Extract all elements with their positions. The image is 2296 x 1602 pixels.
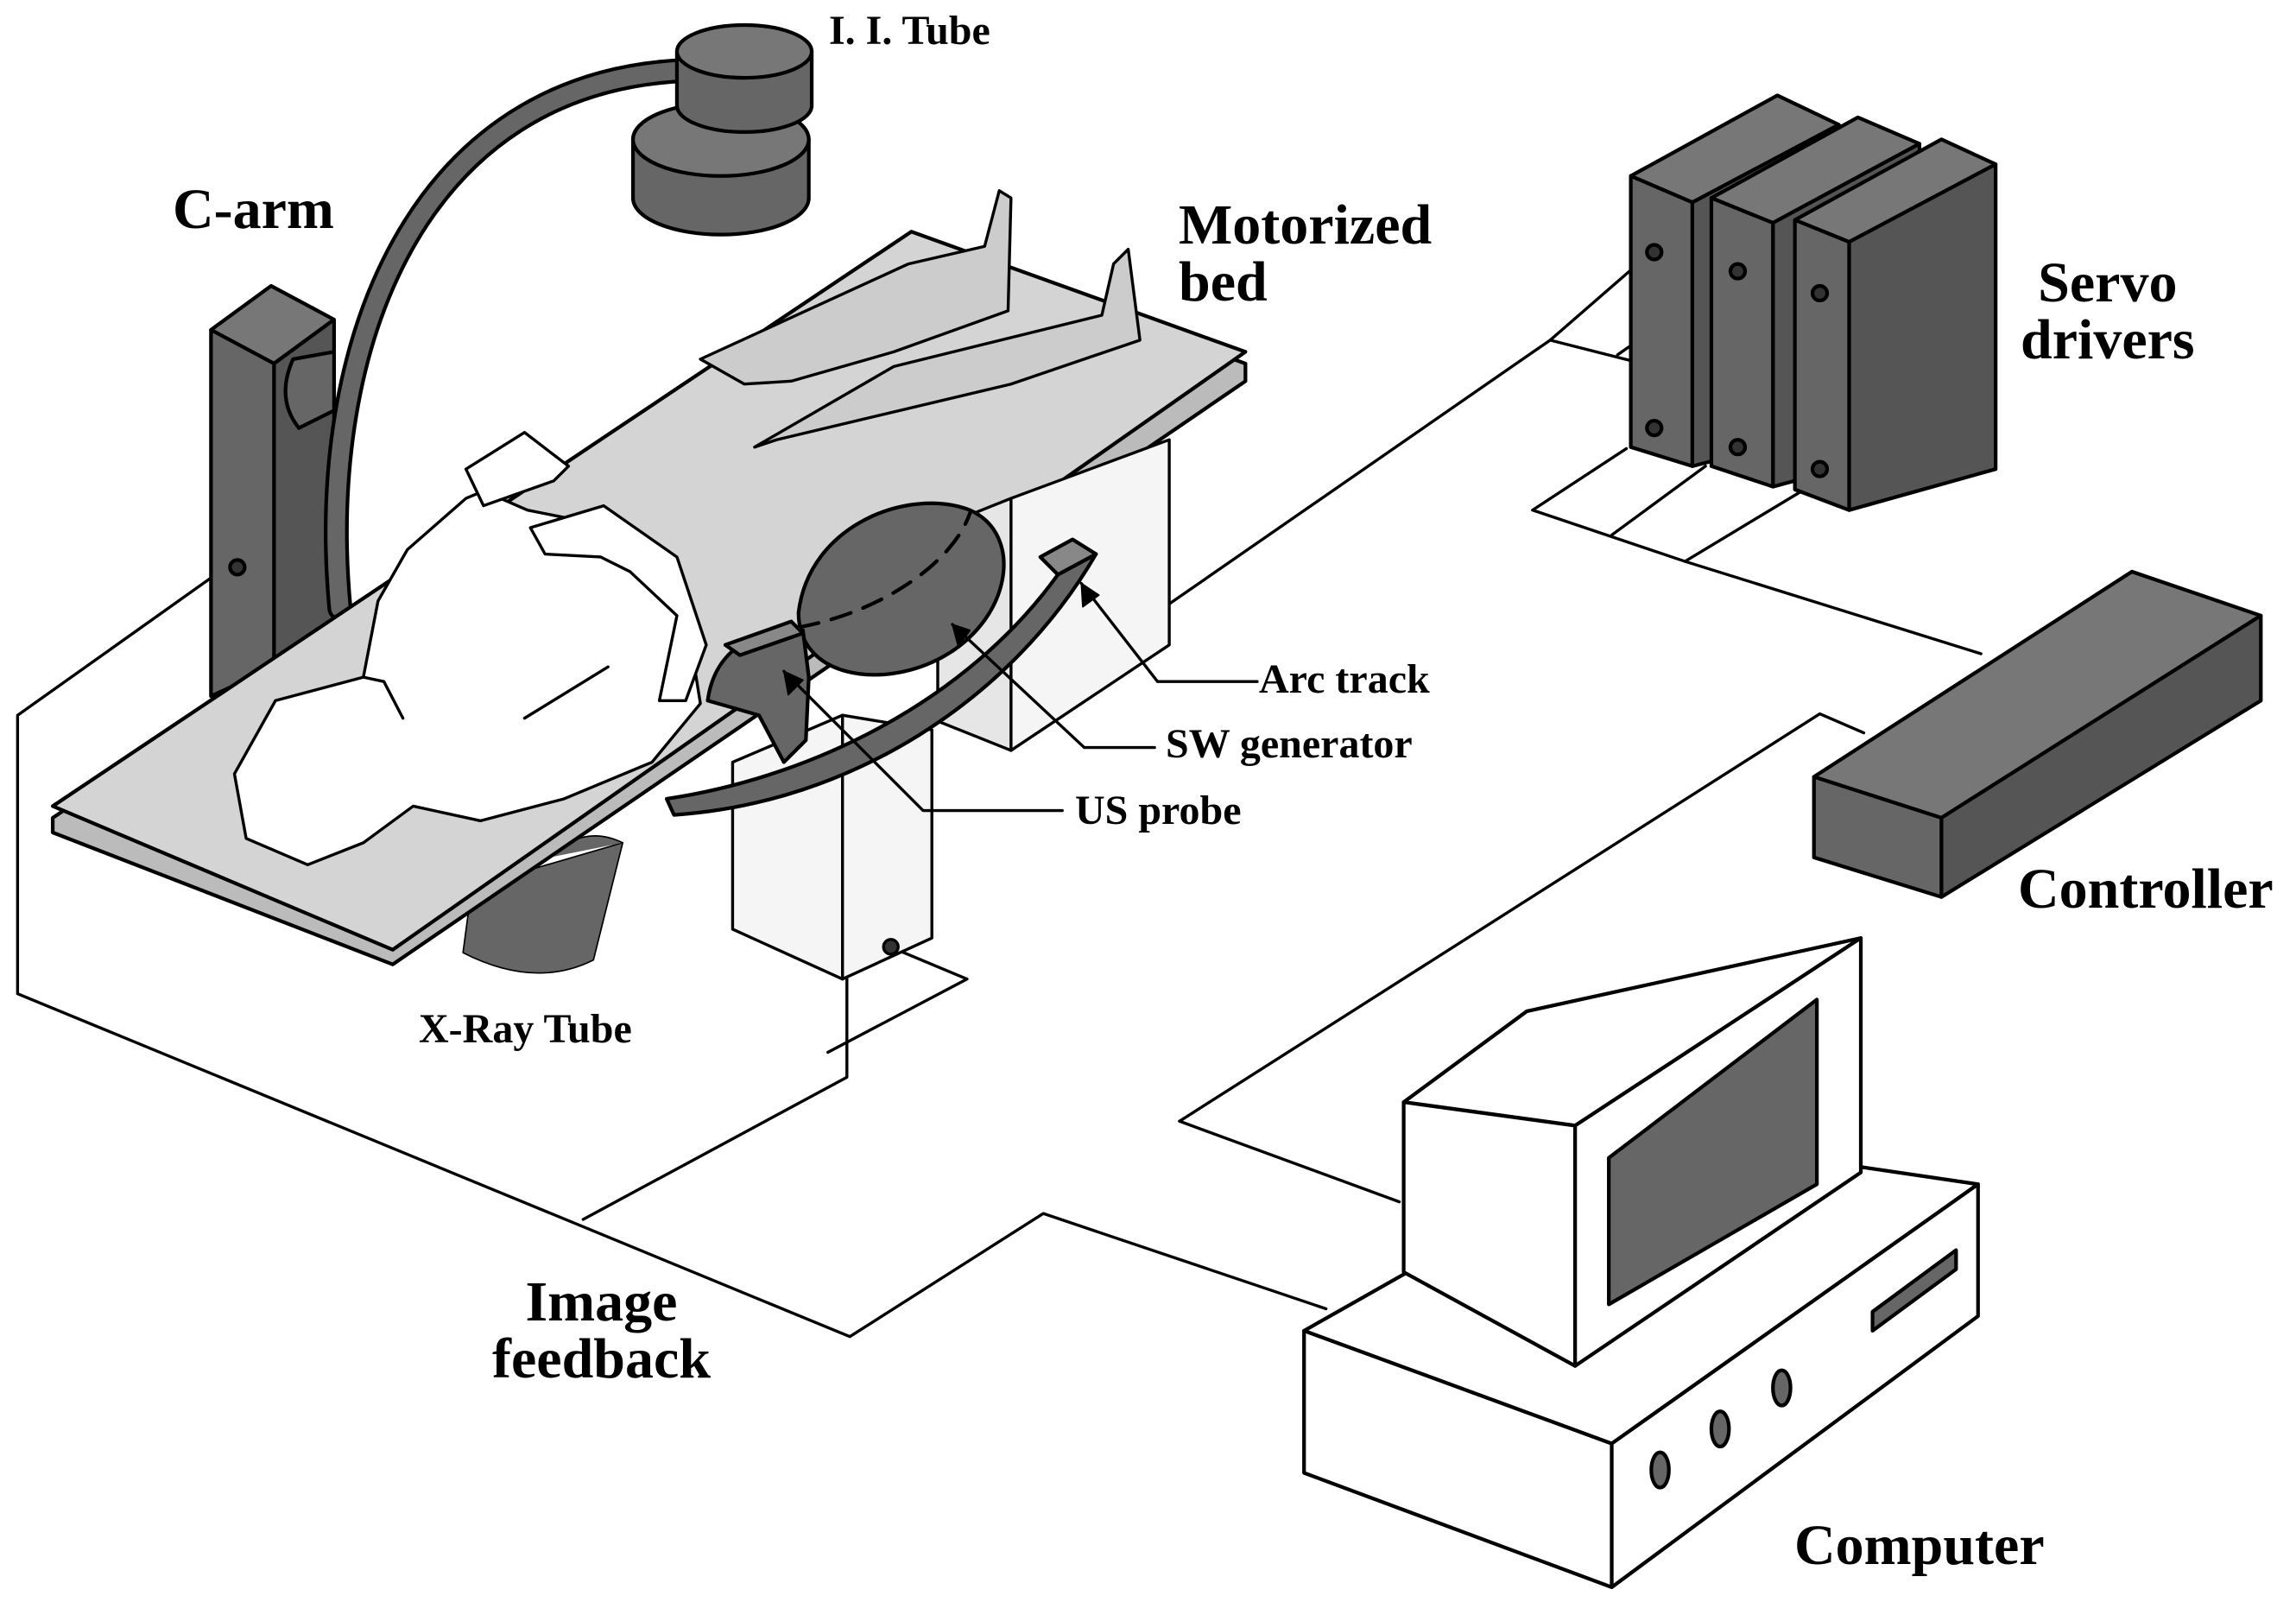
callout-leaders: [782, 581, 1259, 813]
label-motorized-bed: Motorized bed: [1179, 197, 1432, 311]
servo-drivers: [1629, 93, 1998, 512]
c-arm-stand: [209, 283, 337, 699]
label-image-feedback-line1: Image: [525, 1270, 678, 1333]
label-controller: Controller: [2018, 858, 2274, 921]
patient-body: [232, 431, 708, 867]
controller-box: [1812, 569, 2263, 899]
label-us-probe: US probe: [1075, 788, 1242, 833]
label-servo-drivers: Servo drivers: [2021, 255, 2195, 369]
ii-tube: [630, 22, 814, 237]
label-image-feedback-line2: feedback: [492, 1327, 711, 1390]
us-probe: [705, 619, 811, 764]
label-computer: Computer: [1794, 1514, 2045, 1577]
sw-generator: [796, 501, 1006, 677]
label-ii-tube: I. I. Tube: [829, 8, 990, 54]
label-c-arm: C-arm: [173, 178, 334, 241]
label-sw-generator: SW generator: [1166, 721, 1413, 767]
label-xray-tube: X-Ray Tube: [419, 1006, 632, 1052]
label-arc-track: Arc track: [1259, 656, 1430, 702]
computer-base: [1302, 1134, 1980, 1589]
label-motorized-bed-line2: bed: [1179, 250, 1268, 313]
label-servo-drivers-line2: drivers: [2021, 308, 2195, 371]
label-image-feedback: Image feedback: [492, 1274, 711, 1388]
label-motorized-bed-line1: Motorized: [1179, 193, 1433, 256]
c-arm-arc: [324, 58, 699, 621]
label-servo-drivers-line1: Servo: [2038, 251, 2178, 314]
arc-track: [664, 537, 1098, 817]
patient-legs: [699, 189, 1142, 449]
computer-monitor: [1401, 936, 1863, 1368]
callout-arrowheads: [782, 582, 1100, 696]
